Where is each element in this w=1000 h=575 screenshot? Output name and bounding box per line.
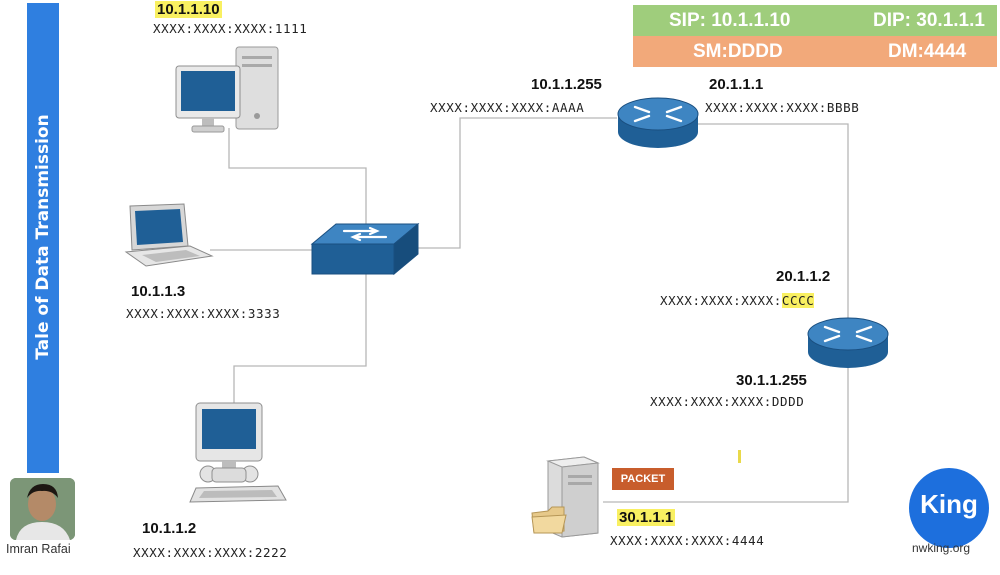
source-mac-label: SM:DDDD <box>693 41 783 62</box>
link-pc2-switch <box>233 272 367 405</box>
pc2-ip: 10.1.1.2 <box>142 520 197 537</box>
author-avatar <box>10 478 75 540</box>
text-cursor <box>738 450 741 463</box>
king-logo <box>909 468 989 548</box>
laptop-ip: 10.1.1.3 <box>131 283 186 300</box>
link-router2-server <box>603 366 849 503</box>
pc1-ip: 10.1.1.10 <box>155 1 222 18</box>
router2-bottom-mac: XXXX:XXXX:XXXX:DDDD <box>650 394 805 409</box>
laptop-icon <box>124 203 214 267</box>
destination-ip-label: DIP: 30.1.1.1 <box>873 10 985 31</box>
router-icon <box>617 97 699 148</box>
desktop-computer-icon <box>189 402 287 503</box>
server-icon <box>531 456 600 538</box>
person-icon <box>10 478 75 540</box>
desktop-computer-icon <box>175 46 279 133</box>
router1-left-ip: 10.1.1.255 <box>531 76 602 93</box>
author-name: Imran Rafai <box>6 542 71 556</box>
server-ip: 30.1.1.1 <box>617 509 676 526</box>
router1-left-mac: XXXX:XXXX:XXXX:AAAA <box>430 100 585 115</box>
switch-icon <box>310 222 420 276</box>
packet-label: PACKET <box>612 468 674 490</box>
router2-top-ip: 20.1.1.2 <box>776 268 831 285</box>
pc1-mac: XXXX:XXXX:XXXX:1111 <box>153 21 308 36</box>
title-bar <box>27 3 59 473</box>
laptop-mac: XXXX:XXXX:XXXX:3333 <box>126 306 281 321</box>
source-ip-label: SIP: 10.1.1.10 <box>669 10 791 31</box>
link-router1-router2 <box>698 123 849 318</box>
link-switch-router1 <box>418 117 617 249</box>
pc2-mac: XXXX:XXXX:XXXX:2222 <box>133 545 288 560</box>
server-mac: XXXX:XXXX:XXXX:4444 <box>610 533 765 548</box>
destination-mac-label: DM:4444 <box>888 41 967 62</box>
link-pc1-switch <box>228 128 367 228</box>
diagram-title: Tale of Data Transmission <box>33 114 53 360</box>
router2-top-mac-suffix: CCCC <box>781 293 815 308</box>
mac-header-row: SM:DDDD DM:4444 <box>633 36 997 67</box>
king-logo-text: King <box>920 489 978 519</box>
router2-top-mac: XXXX:XXXX:XXXX:CCCC <box>660 293 815 308</box>
router-icon <box>807 317 889 368</box>
router1-right-ip: 20.1.1.1 <box>709 76 764 93</box>
router1-right-mac: XXXX:XXXX:XXXX:BBBB <box>705 100 860 115</box>
router2-bottom-ip: 30.1.1.255 <box>736 372 807 389</box>
site-url: nwking.org <box>912 541 971 555</box>
ip-header-row: SIP: 10.1.1.10 DIP: 30.1.1.1 <box>633 5 997 36</box>
